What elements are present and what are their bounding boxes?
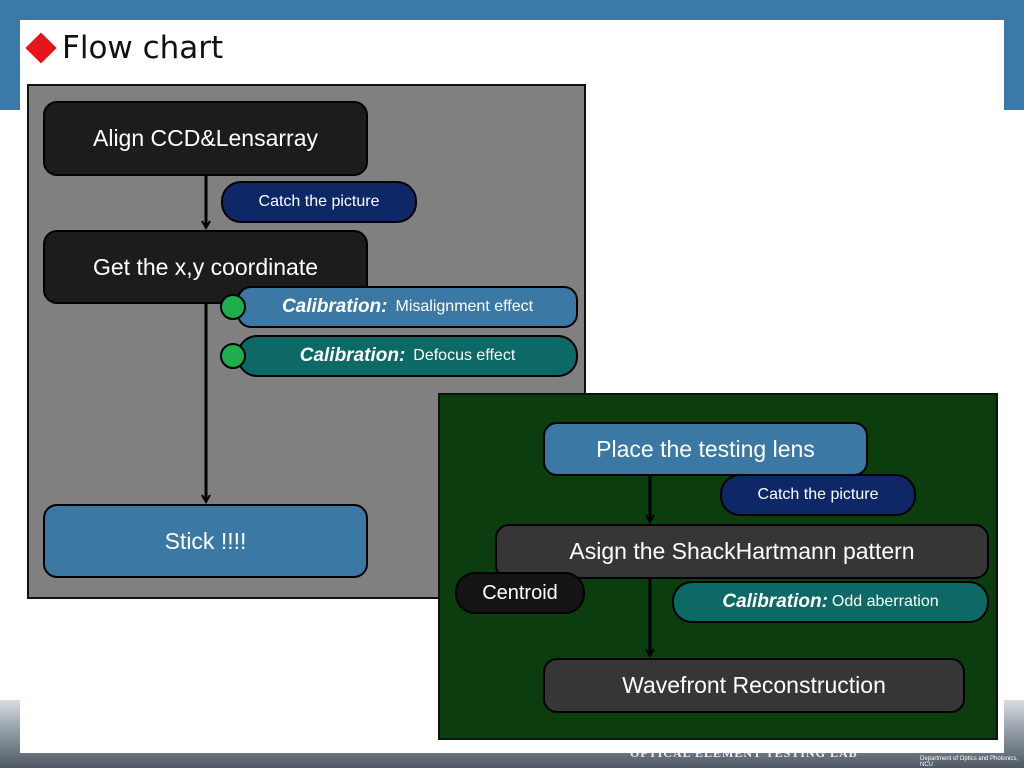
calibration-text: Misalignment effect (395, 298, 534, 315)
wavefront-reconstruction-box: Wavefront Reconstruction (543, 658, 965, 713)
catch-picture-badge-right: Catch the picture (720, 474, 916, 516)
asign-shackhartmann-box: Asign the ShackHartmann pattern (495, 524, 989, 579)
title-row: Flow chart (24, 28, 223, 68)
diamond-bullet-icon (25, 32, 57, 64)
stick-box: Stick !!!! (43, 504, 368, 578)
green-dot-icon (220, 343, 246, 369)
calibration-text: Defocus effect (413, 347, 516, 364)
calibration-misalignment-badge: Calibration: Misalignment effect (237, 286, 578, 328)
calibration-label: Calibration: (299, 345, 406, 366)
align-ccd-lensarray-box: Align CCD&Lensarray (43, 101, 368, 176)
catch-picture-badge-left: Catch the picture (221, 181, 417, 223)
green-dot-icon (220, 294, 246, 320)
calibration-label: Calibration: (722, 591, 828, 612)
calibration-text: Odd aberration (831, 593, 939, 610)
footer-department: Department of Optics and Photonics, NCU (920, 756, 1019, 768)
place-testing-lens-box: Place the testing lens (543, 422, 868, 476)
calibration-odd-aberration-badge: Calibration: Odd aberration (672, 581, 989, 623)
page-title: Flow chart (62, 30, 224, 66)
calibration-label: Calibration: (281, 296, 388, 317)
calibration-defocus-badge: Calibration: Defocus effect (237, 335, 578, 377)
centroid-badge: Centroid (455, 572, 585, 614)
